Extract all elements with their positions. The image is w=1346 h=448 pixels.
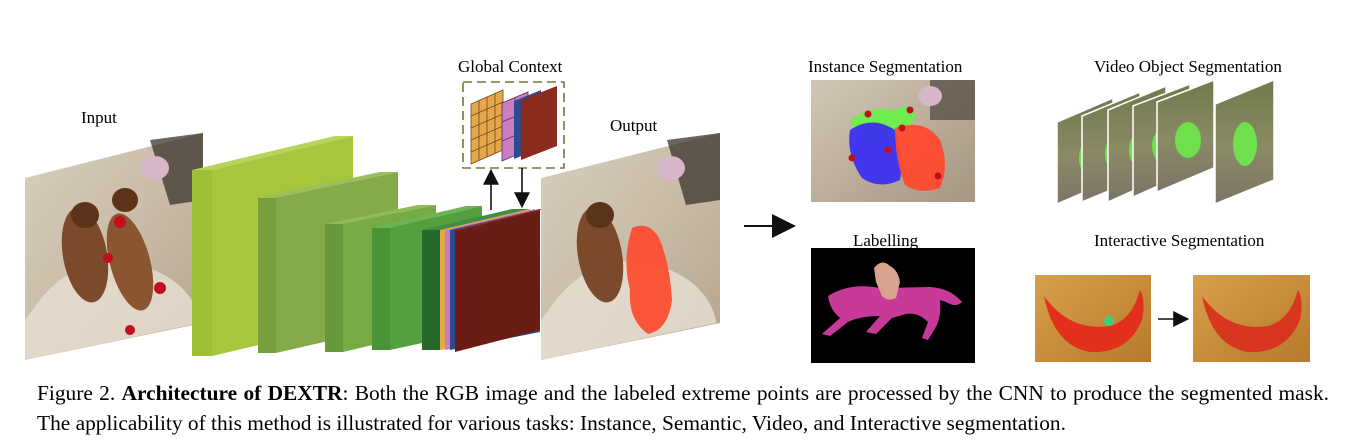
banana-mask	[1044, 290, 1144, 353]
figure-caption: Figure 2. Architecture of DEXTR: Both th…	[37, 378, 1329, 438]
banana-mask-refined	[1202, 290, 1302, 353]
cnn-output-layer	[455, 209, 544, 352]
extreme-point	[154, 282, 166, 294]
caption-title: Architecture of DEXTR	[121, 381, 343, 405]
instance-segmentation-label: Instance Segmentation	[808, 57, 963, 76]
dog-left	[61, 202, 109, 303]
input-image	[25, 133, 203, 360]
interactive-segmentation-before	[1035, 275, 1151, 362]
input-label: Input	[81, 108, 117, 127]
labelling-label: Labelling	[853, 231, 919, 250]
output-label: Output	[610, 116, 658, 135]
context-grid-orange	[470, 89, 504, 165]
mask-red	[895, 124, 945, 191]
dextr-architecture-diagram	[25, 78, 1310, 363]
global-context-label: Global Context	[458, 57, 563, 76]
labelling-image	[811, 248, 975, 363]
interactive-segmentation-after	[1193, 275, 1310, 362]
video-object-segmentation-label: Video Object Segmentation	[1094, 57, 1282, 76]
dog-right	[106, 188, 154, 311]
extreme-point	[114, 216, 126, 228]
cnn-layers	[192, 136, 544, 356]
instance-segmentation-image	[811, 80, 975, 202]
video-frame-5	[1156, 78, 1215, 194]
extreme-point	[125, 325, 135, 335]
video-frame-6	[1214, 78, 1275, 206]
segmentation-mask-red	[626, 225, 672, 334]
rider-mask	[874, 262, 900, 300]
output-image	[541, 133, 720, 360]
interactive-segmentation-label: Interactive Segmentation	[1094, 231, 1265, 250]
mask-blue	[849, 122, 902, 185]
caption-body: : Both the RGB image and the labeled ext…	[37, 381, 1329, 435]
video-object-segmentation-frames	[1056, 78, 1275, 206]
extreme-point	[103, 253, 113, 263]
dashed-frame	[462, 81, 565, 169]
interactive-click-point	[1104, 316, 1114, 326]
global-context-box	[462, 81, 565, 210]
caption-prefix: Figure 2.	[37, 381, 122, 405]
horse-mask	[822, 286, 962, 340]
context-slice-red	[521, 86, 557, 160]
